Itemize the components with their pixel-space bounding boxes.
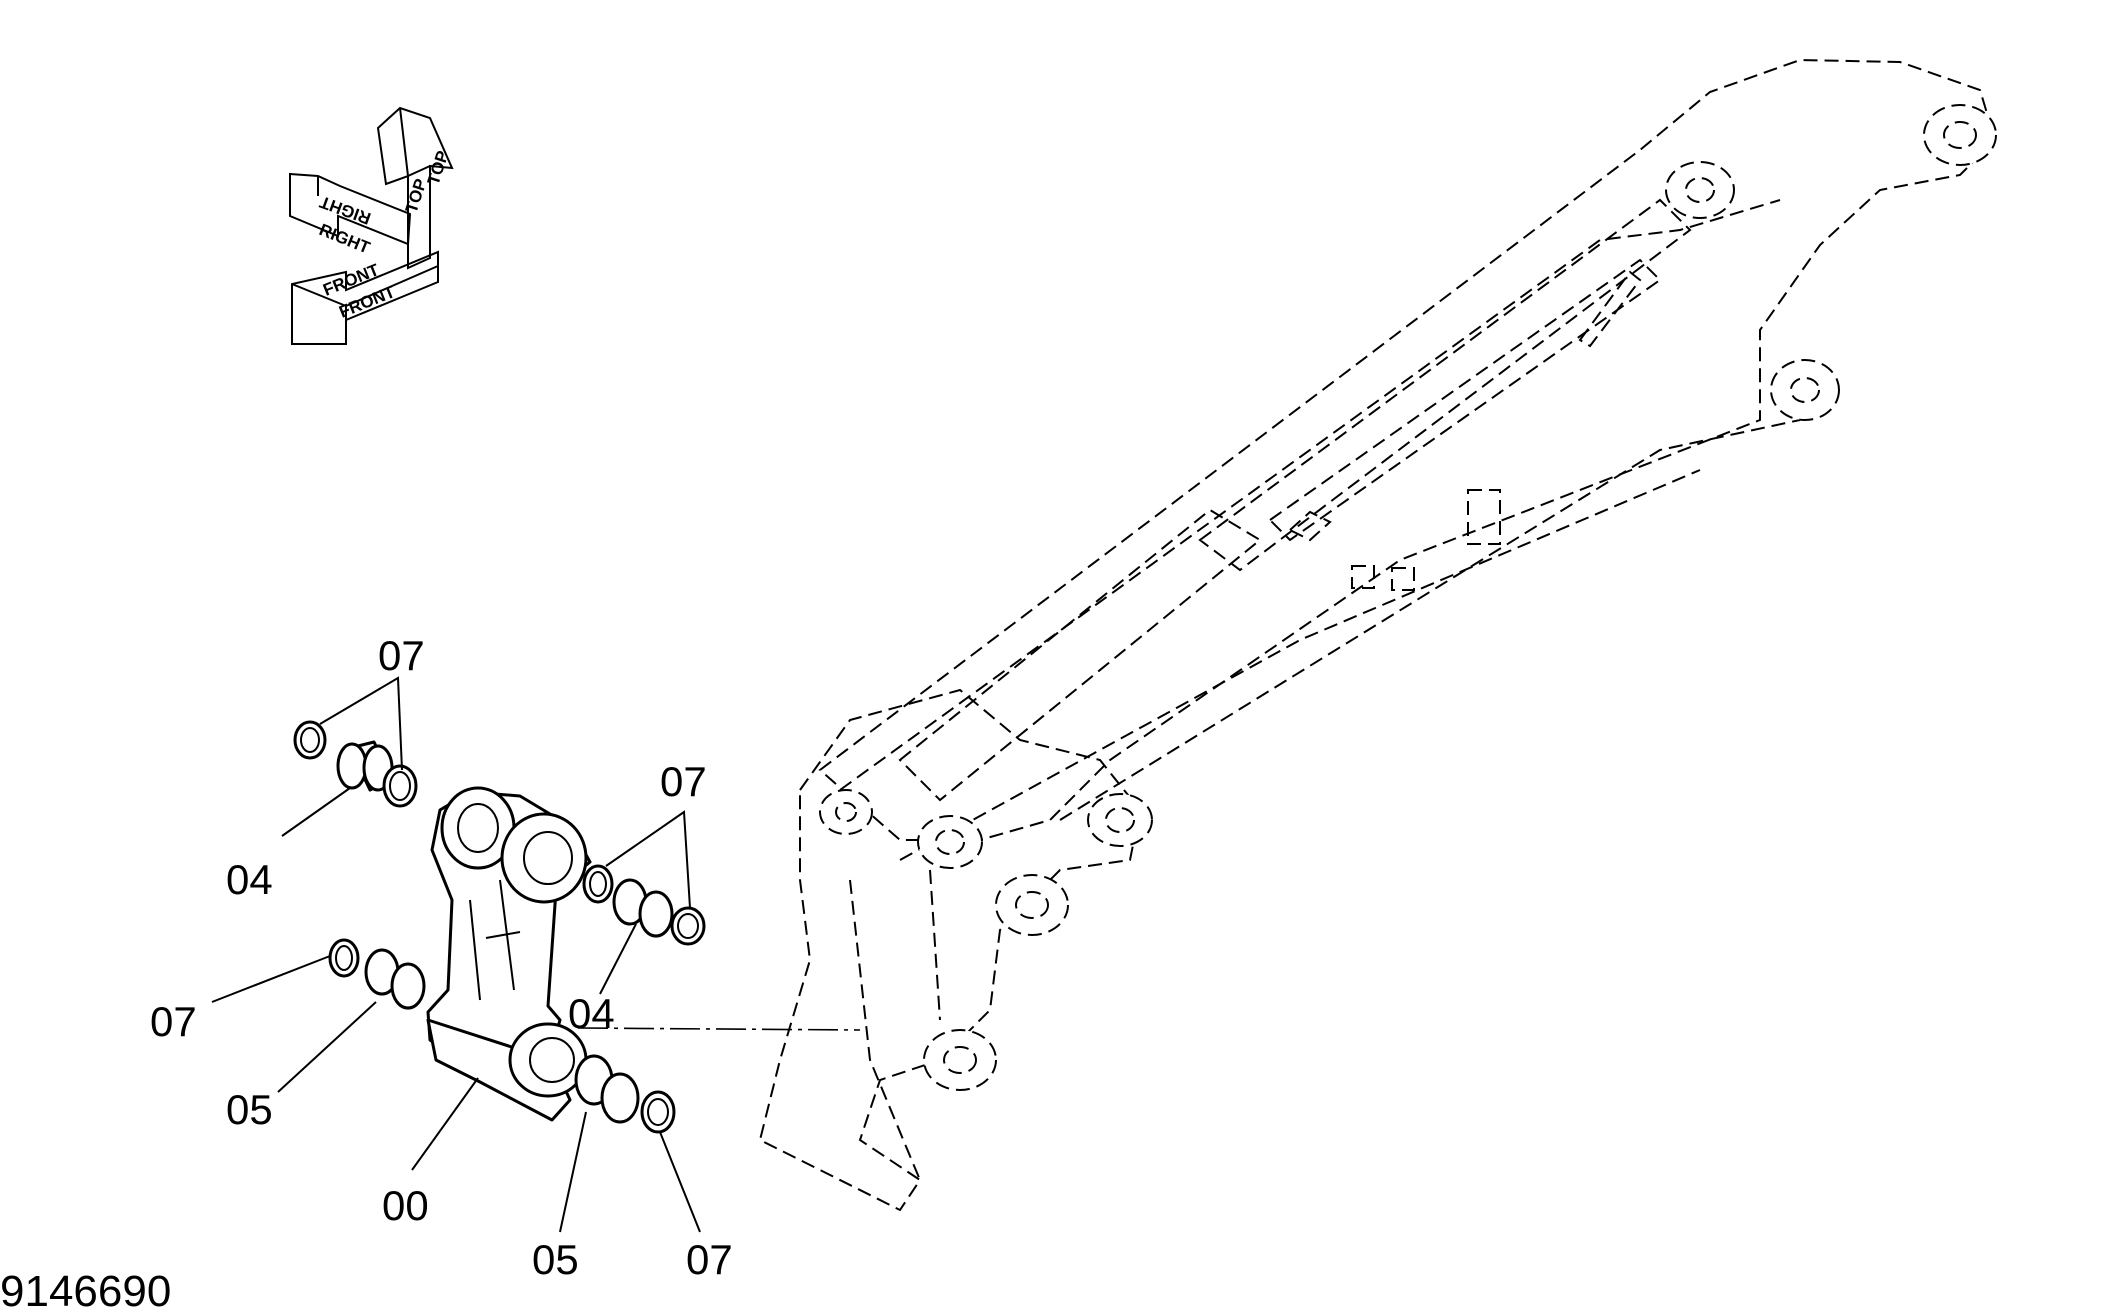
seal-ring bbox=[640, 1090, 676, 1134]
callout-07-right: 07 bbox=[660, 758, 707, 805]
document-number: 9146690 bbox=[0, 1267, 171, 1315]
boom-phantom bbox=[758, 58, 1997, 1212]
right-arrow bbox=[289, 172, 412, 246]
callout-07-left: 07 bbox=[150, 998, 197, 1045]
callout-04-left: 04 bbox=[226, 856, 273, 903]
callout-04-right: 04 bbox=[568, 990, 615, 1037]
orientation-indicator: TOP TOP RIGHT RIGHT FRONT FRONT bbox=[289, 106, 454, 345]
callout-05-bottom: 05 bbox=[532, 1236, 579, 1283]
seal-ring bbox=[328, 938, 360, 978]
seal-ring bbox=[293, 720, 327, 760]
centerline bbox=[577, 1027, 861, 1031]
leader-lines bbox=[211, 676, 701, 1233]
seal-ring bbox=[582, 864, 614, 904]
callout-07-top: 07 bbox=[378, 632, 425, 679]
front-arrow bbox=[291, 250, 439, 345]
callout-07-bottom: 07 bbox=[686, 1236, 733, 1283]
callout-05-left: 05 bbox=[226, 1086, 273, 1133]
callouts: 07 04 07 04 07 05 00 05 07 bbox=[150, 632, 733, 1283]
seal-ring bbox=[670, 906, 706, 946]
parts-bushings-seals bbox=[293, 720, 706, 1134]
callout-00: 00 bbox=[382, 1182, 429, 1229]
top-arrow bbox=[376, 106, 454, 270]
link-part bbox=[426, 786, 592, 1122]
